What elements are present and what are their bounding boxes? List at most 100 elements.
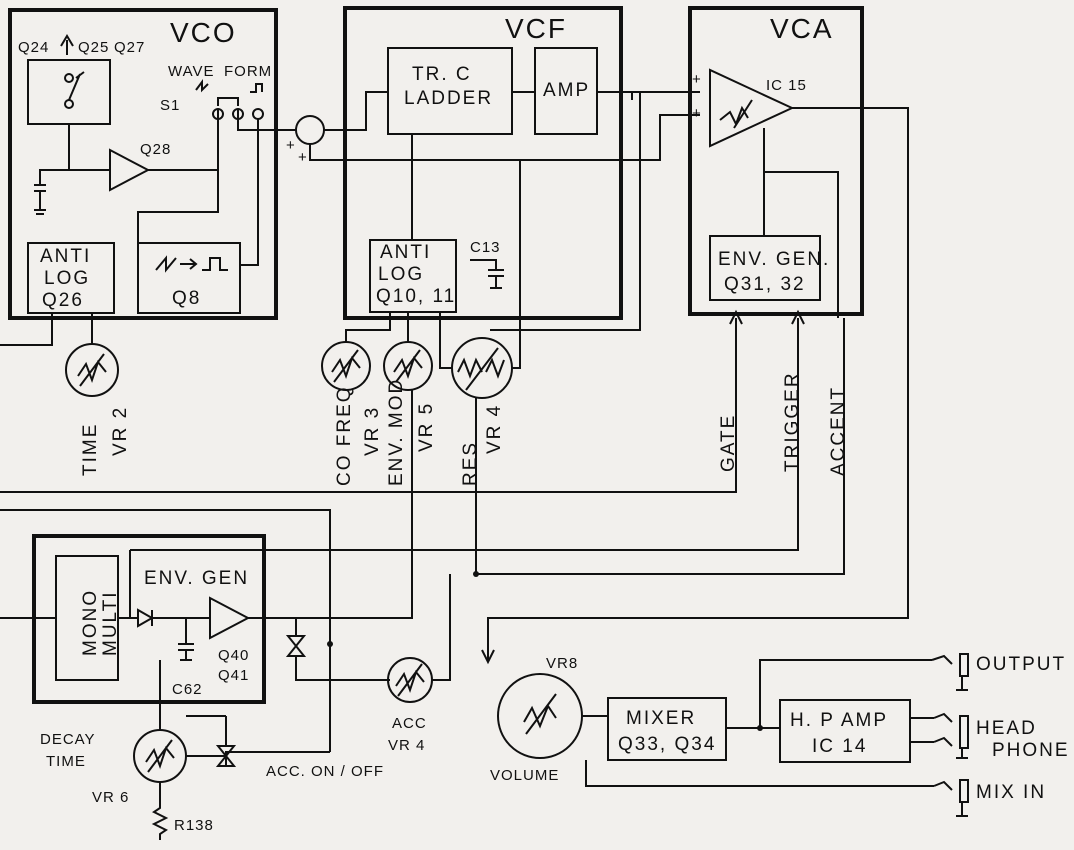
decay-label: DECAY	[40, 731, 96, 748]
acc-switch-icon	[285, 635, 307, 657]
acc-pot-icon	[395, 663, 425, 697]
cofreq-wire	[345, 312, 391, 342]
vca-env-box	[709, 235, 821, 301]
output-jack-icon	[931, 653, 969, 691]
volume-label: VOLUME	[490, 767, 559, 784]
switch-icon	[68, 71, 85, 101]
vco-title: VCO	[170, 17, 237, 48]
q41-label: Q41	[218, 667, 249, 684]
phone-label: PHONE	[992, 740, 1070, 761]
q40-output-wires	[248, 617, 390, 681]
mixer-line1: MIXER	[626, 708, 696, 729]
vco-block: VCO Q24 Q25 Q27 Q28 WAVE FORM S1 ANTI LO…	[8, 8, 278, 320]
mixin-label: MIX IN	[976, 782, 1046, 803]
switch-contact-top	[64, 73, 74, 83]
vcf-title: VCF	[505, 13, 567, 44]
saw-icon	[195, 79, 209, 93]
summing-node	[295, 115, 325, 145]
vr2-label: VR 2	[110, 406, 131, 456]
time-pot-icon	[77, 353, 107, 387]
q25-label: Q25	[78, 39, 109, 56]
q28-buffer	[109, 148, 151, 192]
mixin-jack-icon	[933, 779, 969, 817]
accent-wire	[476, 318, 845, 575]
gate-wire	[0, 309, 743, 493]
output-section: VR8 VOLUME MIXER Q33, Q34 H. P AMP IC 14…	[481, 649, 1070, 817]
res-wires	[439, 300, 521, 574]
hp-line1: H. P AMP	[790, 710, 888, 731]
ladder-line2: LADDER	[404, 88, 493, 109]
mixer-line2: Q33, Q34	[618, 734, 716, 755]
ic15-amplifier	[709, 68, 795, 148]
time-label: TIME	[80, 423, 101, 476]
time-pot	[65, 343, 119, 397]
control-inputs: GATE TRIGGER ACCENT	[0, 309, 849, 577]
vcf-amp-label: AMP	[543, 80, 590, 101]
vcf-block: VCF TR. C LADDER AMP ANTI LOG Q10, 11 C1…	[343, 6, 700, 331]
vr6-label: VR 6	[92, 789, 129, 806]
c13-label: C13	[470, 239, 501, 256]
vcf-antilog-line2: LOG	[378, 264, 424, 285]
acc-label: ACC	[392, 715, 427, 732]
vca-frame	[688, 6, 864, 316]
trigger-label: TRIGGER	[782, 371, 803, 472]
ic15-pot-icon	[719, 99, 753, 129]
q8-label: Q8	[172, 288, 201, 309]
acc-switch-wire	[0, 509, 331, 752]
envmod-wires	[296, 312, 413, 619]
wave-label: WAVE	[168, 63, 215, 80]
acc-wire	[432, 574, 451, 681]
cofreq-label: CO FREQ	[334, 385, 355, 486]
q25-arrow-icon	[60, 34, 74, 55]
res-pot-icon	[457, 347, 505, 391]
vca-block: VCA + + IC 15 ENV. GEN. Q31, 32	[487, 6, 909, 660]
trigger-wire	[130, 309, 805, 551]
switch-contact-bottom	[64, 99, 74, 109]
envmod-pot-icon	[393, 349, 423, 383]
time-wires	[0, 313, 93, 346]
acc-junction	[327, 641, 333, 647]
decay-switch-icon	[215, 745, 237, 767]
sum-wires	[237, 109, 700, 161]
hp-wires	[910, 717, 934, 743]
vr8-label: VR8	[546, 655, 578, 672]
hp-line2: IC 14	[812, 736, 867, 757]
vr5-label: VR 5	[416, 402, 437, 452]
vcf-antilog-line1: ANTI	[380, 242, 431, 263]
switch-box	[27, 59, 111, 125]
gate-label: GATE	[718, 414, 739, 472]
vco-antilog-line2: LOG	[44, 268, 90, 289]
q40-label: Q40	[218, 647, 249, 664]
vca-output-wire	[487, 107, 909, 660]
pots-row: TIME VR 2 CO FREQ VR 3 ENV. MOD VR 5 RES…	[0, 300, 521, 619]
mixer-wires	[585, 659, 934, 787]
vco-capacitor	[34, 124, 70, 215]
vco-wire-3	[240, 119, 259, 266]
decay-pot-icon	[145, 739, 175, 773]
diode-icon	[137, 608, 155, 628]
vco-antilog-line1: ANTI	[40, 246, 91, 267]
hp-amp-box	[779, 699, 911, 763]
c13-capacitor	[470, 259, 504, 289]
square-icon	[250, 83, 263, 93]
volume-pot-icon	[523, 693, 557, 735]
s1-contact-1	[212, 108, 224, 120]
saw-to-square-icon	[155, 255, 228, 273]
vca-env-line1: ENV. GEN.	[718, 249, 830, 270]
decay-wires	[186, 715, 330, 766]
c62-capacitor	[152, 617, 210, 661]
accent-junction	[473, 571, 479, 577]
mono-line2: MULTI	[100, 590, 121, 656]
c62-label: C62	[172, 681, 203, 698]
vcf-feedback	[490, 92, 641, 331]
acc-vr4-label: VR 4	[388, 737, 425, 754]
envmod-label: ENV. MOD	[386, 378, 407, 486]
vr3-label: VR 3	[362, 406, 383, 456]
mono-line1: MONO	[80, 589, 101, 656]
volume-arrow-icon	[481, 649, 495, 665]
cofreq-pot-icon	[331, 349, 361, 383]
vca-env-line2: Q31, 32	[724, 274, 806, 295]
s1-contact-3	[252, 108, 264, 120]
envgen-block: ENV. GEN MONO MULTI C62 Q40 Q41	[0, 509, 390, 752]
vr4-label: VR 4	[484, 404, 505, 454]
